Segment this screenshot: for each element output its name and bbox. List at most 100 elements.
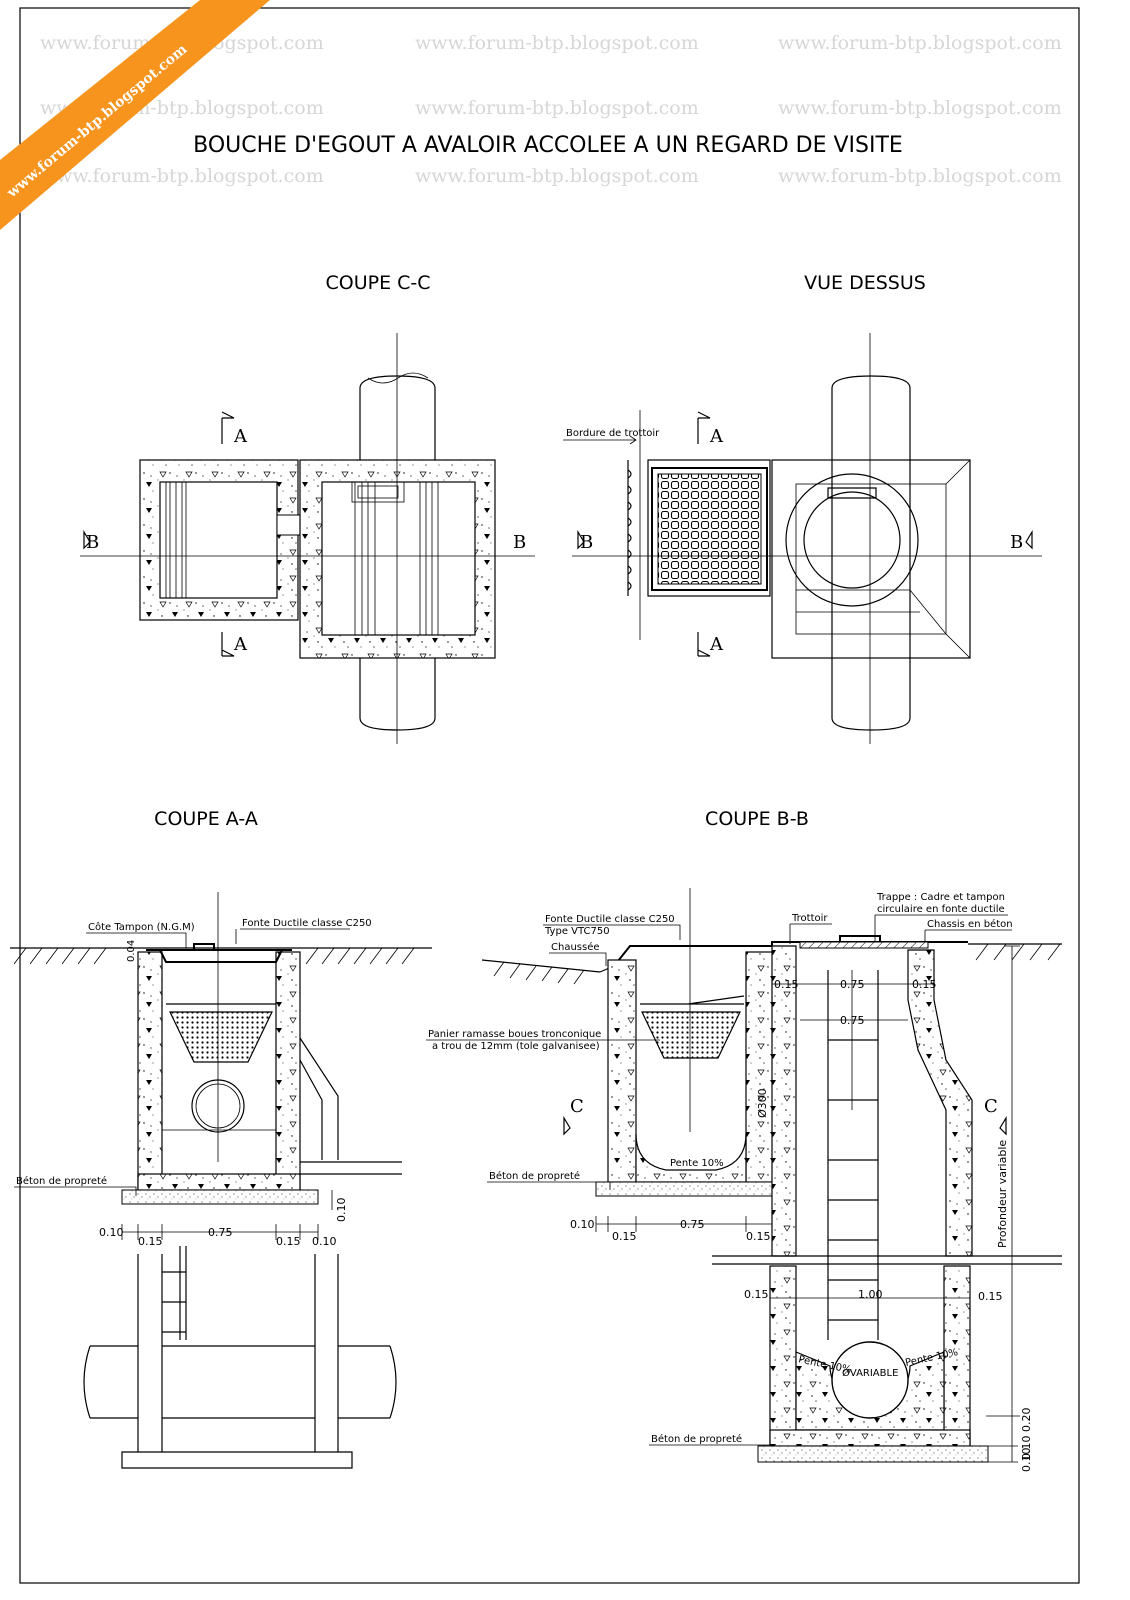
avaloir-bottom (635, 1133, 747, 1183)
dim-text: 0.75 (840, 978, 865, 991)
cote-tampon-label: Côte Tampon (N.G.M) (88, 921, 195, 933)
beton-proprete (121, 1189, 319, 1205)
section-mark-a-top (697, 411, 711, 444)
vertical-dim-text: 0.10 (335, 1198, 348, 1223)
beton-proprete-1 (595, 1181, 791, 1197)
view-title: COUPE B-B (705, 808, 809, 830)
view-title: VUE DESSUS (804, 272, 926, 294)
manhole-outer (785, 473, 919, 607)
curb-label: Bordure de trottoir (566, 428, 660, 439)
section-mark-b-left (577, 529, 585, 550)
profondeur-line (986, 945, 1020, 1463)
sheet-frame (19, 7, 1080, 1584)
view-vue-dessus: VUE DESSUS Bordure de trottoir A A B B (563, 272, 1042, 744)
avaloir-wall-left (607, 959, 637, 1183)
watermark-text: www.forum-btp.blogspot.com (778, 165, 1062, 187)
dim-text: 0.10 (1020, 1436, 1033, 1461)
section-label: B (580, 532, 593, 553)
dim-text: 0.20 (1020, 1408, 1033, 1433)
dim-line (121, 1224, 319, 1240)
basket-rim (640, 995, 745, 1005)
watermark-text: www.forum-btp.blogspot.com (40, 165, 324, 187)
grate-frame (647, 459, 771, 597)
watermark-text: www.forum-btp.blogspot.com (778, 97, 1062, 119)
chaussee-leader (549, 952, 607, 966)
chaussee-label: Chaussée (551, 941, 600, 953)
dim-text: 0.10 (99, 1226, 124, 1239)
manhole-inner (803, 491, 901, 589)
regard-cone-left (771, 945, 797, 1257)
basket-cone (169, 1011, 273, 1063)
beton-label: Béton de propreté (489, 1170, 580, 1182)
break-line (712, 1255, 1062, 1265)
section-label: C (570, 1096, 584, 1117)
fonte-label: Fonte Ductile classe C250 (545, 914, 675, 925)
cote-tampon-leader (86, 932, 187, 948)
regard-wall-left (769, 1265, 797, 1447)
avaloir-interior (159, 481, 278, 599)
frame-top (351, 481, 405, 503)
watermark-text: www.forum-btp.blogspot.com (415, 32, 699, 54)
section-label: A (233, 426, 248, 447)
dim-line (595, 1216, 790, 1232)
trappe-leader (874, 914, 1008, 944)
regard-top-outer (771, 459, 971, 659)
trottoir-leader (789, 923, 832, 944)
profondeur-label: Profondeur variable (996, 1140, 1009, 1248)
section-label: B (513, 532, 526, 553)
dim-text: 0.15 (978, 1290, 1003, 1303)
regard-chamfer (796, 459, 971, 659)
main-pipe (83, 1345, 397, 1419)
trottoir-label: Trottoir (791, 913, 828, 924)
ovariable-label: ØVARIABLE (842, 1367, 898, 1379)
manhole-lid (839, 935, 881, 942)
chassis-label: Chassis en béton (927, 918, 1013, 930)
ground-hatch (493, 943, 1061, 985)
ground-hatch (13, 947, 415, 965)
regard-top-inner (795, 483, 947, 635)
dim-text: 1.00 (858, 1288, 883, 1301)
beton-label: Béton de propreté (651, 1433, 742, 1445)
panier-label-2: a trou de 12mm (tole galvanisee) (432, 1041, 600, 1052)
dim-text: 0.75 (840, 1014, 865, 1027)
grate-bars (657, 473, 762, 585)
avaloir-wall-right (275, 951, 301, 1191)
section-mark-a-bottom (697, 632, 711, 657)
dim-text: 0.10 (570, 1218, 595, 1231)
section-label: A (233, 634, 248, 655)
trappe-label-2: circulaire en fonte ductile (877, 904, 1005, 915)
curb-profile (627, 460, 632, 596)
view-coupe-cc: COUPE C-C A A B B (80, 272, 535, 744)
dim-text: 0.15 (138, 1235, 163, 1248)
section-label: B (86, 532, 99, 553)
diam-text: Ø300 (756, 1088, 769, 1118)
dim-text: 0.15 (746, 1230, 771, 1243)
dim-text: 0.15 (276, 1235, 301, 1248)
fonte-label: Fonte Ductile classe C250 (242, 918, 372, 929)
fonte-leader (543, 924, 681, 940)
watermark-text: www.forum-btp.blogspot.com (415, 97, 699, 119)
frame-top-inner (357, 485, 399, 499)
dim-text: 0.10 (312, 1235, 337, 1248)
ladder-lines (354, 482, 439, 635)
small-dim: 0.04 (126, 940, 137, 962)
section-mark-c-left (563, 1115, 571, 1136)
side-pipe (299, 1037, 402, 1175)
watermark-text: www.forum-btp.blogspot.com (415, 165, 699, 187)
basket-cone (641, 1011, 741, 1059)
trappe-label-1: Trappe : Cadre et tampon (876, 892, 1005, 903)
regard-lower (121, 1254, 353, 1469)
section-mark-b-left (83, 529, 91, 550)
sheet-title: BOUCHE D'EGOUT A AVALOIR ACCOLEE A UN RE… (193, 133, 903, 158)
hinge (827, 487, 877, 499)
regard-wall-right (943, 1265, 971, 1447)
dim-text: 0.15 (612, 1230, 637, 1243)
section-label: A (709, 634, 724, 655)
beton-leader (14, 1186, 137, 1196)
curb-leader (563, 435, 637, 445)
section-mark-a-top (221, 411, 235, 444)
type-label: Type VTC750 (544, 926, 610, 937)
ribbon-band (0, 0, 270, 230)
view-coupe-bb: COUPE B-B Fonte Ductile classe C250 Type… (426, 808, 1062, 1472)
